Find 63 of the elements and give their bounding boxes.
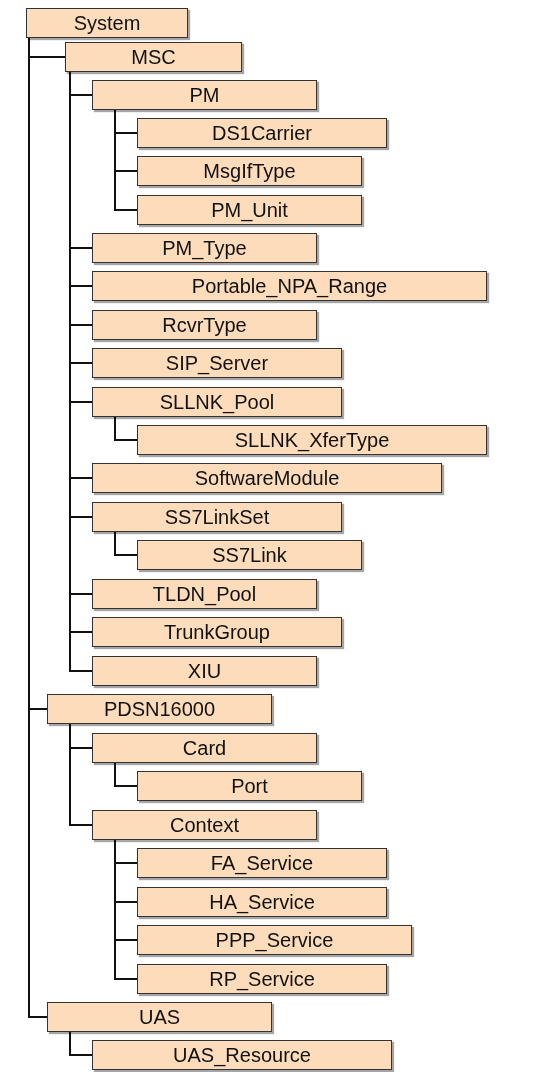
class-name: TLDN_Pool [152, 582, 257, 606]
class-box [137, 964, 387, 994]
class-box [137, 425, 487, 455]
class-name: PPP_Service [215, 928, 334, 952]
class-name: PM_Type [162, 236, 247, 260]
class-box [92, 233, 317, 263]
class-name: XIU [187, 659, 222, 683]
class-name: Card [182, 736, 227, 760]
class-name: PM [189, 83, 220, 107]
class-box [92, 656, 317, 686]
class-box [92, 810, 317, 840]
class-name: RP_Service [209, 967, 315, 991]
class-box [137, 887, 387, 917]
class-name: SS7LinkSet [164, 505, 270, 529]
connector-line [114, 416, 138, 441]
class-name: UAS_Resource [173, 1043, 311, 1067]
class-box [92, 502, 342, 532]
class-name: HA_Service [209, 890, 315, 914]
class-name: SIP_Server [165, 351, 269, 375]
class-box [137, 156, 362, 186]
connector-line [114, 839, 138, 980]
connector-line [69, 723, 93, 826]
class-name: TrunkGroup [164, 620, 270, 644]
class-box [137, 848, 387, 878]
class-box [92, 387, 342, 417]
class-box [137, 925, 412, 955]
class-name: MSC [131, 45, 176, 69]
class-name: SoftwareModule [194, 466, 340, 490]
class-name: MsgIfType [203, 159, 296, 183]
connector-line [114, 531, 138, 556]
class-box [47, 694, 272, 724]
class-box [92, 271, 487, 301]
class-box [92, 1040, 392, 1070]
class-box [92, 579, 317, 609]
class-box [137, 540, 362, 570]
class-name: FA_Service [210, 851, 314, 875]
class-box [65, 42, 242, 72]
class-box [92, 733, 317, 763]
class-box [137, 118, 387, 148]
class-name: System [73, 11, 141, 35]
class-box [137, 771, 362, 801]
connector-line [69, 1031, 93, 1056]
class-name: PM_Unit [211, 198, 288, 222]
class-name: SLLNK_XferType [234, 428, 390, 452]
class-name: PDSN16000 [103, 697, 216, 721]
class-box [26, 8, 188, 38]
class-name: SS7Link [212, 543, 287, 567]
class-name: SLLNK_Pool [159, 390, 275, 414]
class-box [92, 463, 442, 493]
class-name: Portable_NPA_Range [191, 274, 388, 298]
class-name: UAS [138, 1005, 181, 1029]
class-box [92, 617, 342, 647]
class-name: Context [170, 813, 239, 837]
connector-line [114, 762, 138, 787]
class-box [137, 195, 362, 225]
class-box [47, 1002, 272, 1032]
connector-line [114, 109, 138, 211]
class-name: RcvrType [162, 313, 247, 337]
class-name: Port [231, 774, 268, 798]
class-box [92, 80, 317, 110]
class-box [92, 348, 342, 378]
class-box [92, 310, 317, 340]
class-name: DS1Carrier [212, 121, 312, 145]
